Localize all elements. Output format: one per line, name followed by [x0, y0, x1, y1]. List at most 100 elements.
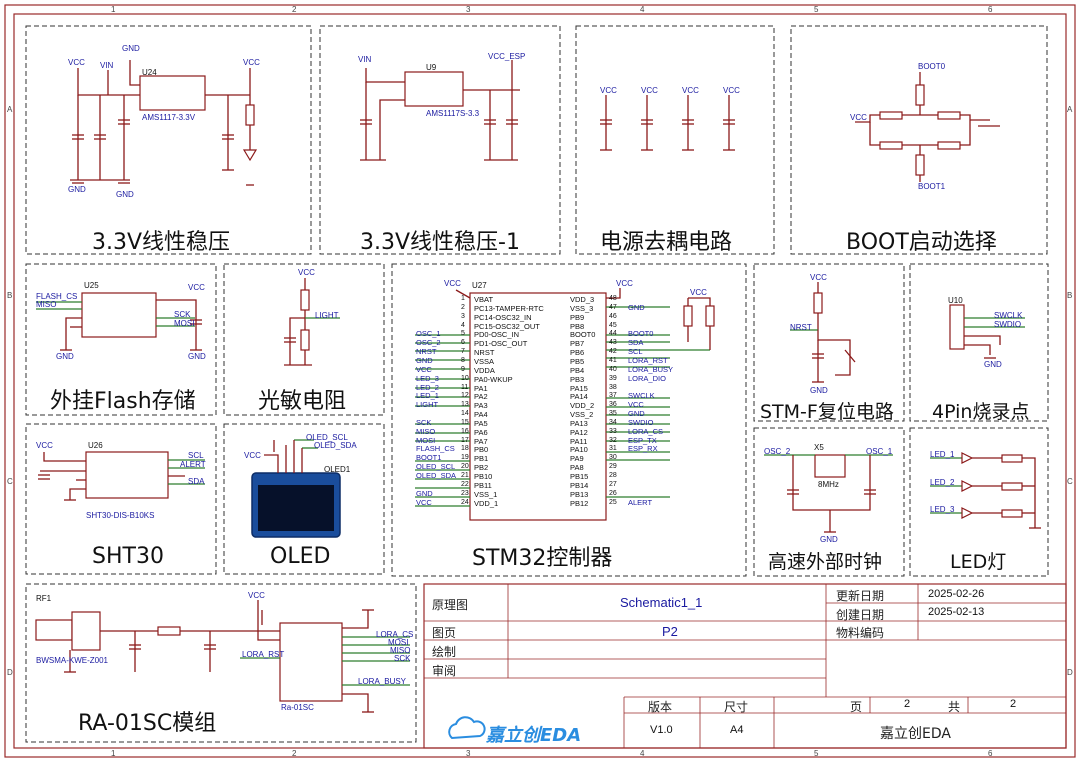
oled1-ref: OLED1 [324, 465, 351, 474]
net-gnd: GND [56, 352, 74, 361]
tb-company: 嘉立创EDA [880, 726, 951, 742]
net-vcc: VCC [616, 279, 633, 288]
tb-size: A4 [730, 724, 744, 736]
block-title-ldo1: 3.3V线性稳压-1 [360, 230, 520, 255]
net-vcc: VCC [188, 283, 205, 292]
block-title-oled: OLED [270, 544, 331, 569]
tb-label-schematic: 原理图 [432, 598, 469, 612]
net-osc1: OSC_1 [866, 447, 893, 456]
tb-label-version: 版本 [648, 700, 673, 714]
photo-circuit [284, 278, 340, 366]
mcu-pin-number: 14 [461, 410, 469, 418]
col-mark: 3 [466, 749, 471, 758]
mcu-pin-number: 21 [461, 472, 469, 479]
u9-ref: U9 [426, 63, 437, 72]
mcu-left-net: LIGHT [416, 400, 439, 410]
net-lora-rst: LORA_RST [242, 650, 285, 659]
mcu-right-net: ESP_TX [628, 435, 657, 445]
net-flash-cs: FLASH_CS [36, 292, 78, 301]
mcu-left-net: SCK [416, 417, 432, 427]
u24-ref: U24 [142, 68, 157, 77]
mcu-pin-name: VDD_2 [570, 401, 595, 411]
mcu-pin-name: PB11 [474, 480, 492, 490]
u25-ref: U25 [84, 281, 99, 290]
mcu-pin-number: 11 [461, 383, 469, 391]
mcu-pin-name: VBAT [474, 295, 494, 304]
clock-circuit [764, 454, 893, 533]
cloud-logo-icon [448, 716, 486, 740]
net-boot0: BOOT0 [918, 62, 946, 71]
row-mark: C [1067, 477, 1073, 486]
mcu-pin-name: PD1-OSC_OUT [474, 339, 528, 349]
mcu-right-net: GND [628, 302, 645, 312]
u27-body [469, 292, 607, 521]
mcu-left-net: LED_2 [416, 382, 439, 392]
net-gnd: GND [188, 352, 206, 361]
tb-label-review: 审阅 [432, 664, 457, 678]
tb-schematic-name: Schematic1_1 [620, 595, 703, 610]
row-mark: C [7, 477, 13, 486]
mcu-right-net: SCL [628, 347, 643, 357]
mcu-right-net: VCC [628, 400, 644, 410]
mcu-pin-number: 26 [609, 489, 617, 497]
tb-logo-text: 嘉立创EDA [486, 725, 582, 746]
block-lora-frame [25, 583, 417, 743]
mcu-left-net: OSC_2 [416, 338, 441, 348]
mcu-pin-number: 15 [461, 418, 469, 426]
block-mcu-frame [391, 263, 747, 577]
net-gnd: GND [116, 190, 134, 199]
net-led1: LED_1 [930, 450, 955, 459]
mcu-pin-name: VDD_3 [570, 295, 595, 304]
mcu-pin-number: 7 [461, 348, 465, 356]
block-led-frame [909, 427, 1049, 577]
col-mark: 5 [814, 5, 819, 14]
block-title-ldo: 3.3V线性稳压 [92, 230, 231, 255]
mcu-pin-number: 39 [609, 374, 617, 382]
mcu-pin-number: 18 [461, 445, 469, 453]
net-vcc: VCC [600, 86, 617, 95]
mcu-pin-name: PB2 [474, 463, 489, 473]
mcu-pin-number: 42 [609, 348, 617, 356]
net-vcc: VCC [36, 441, 53, 450]
block-title-decouple: 电源去耦电路 [600, 230, 733, 255]
u24-name: AMS1117-3.3V [142, 113, 196, 122]
block-ldo1-frame [319, 25, 561, 255]
mcu-pin-number: 36 [609, 401, 617, 409]
title-block-grid [423, 583, 1067, 749]
net-swclk: SWCLK [994, 311, 1023, 320]
mcu-pin-number: 9 [461, 365, 465, 373]
mcu-pin-number: 8 [461, 356, 465, 364]
u26-ref: U26 [88, 441, 103, 450]
block-title-mcu: STM32控制器 [472, 546, 613, 571]
mcu-pin-number: 1 [461, 295, 465, 302]
mcu-pin-name: PB6 [570, 348, 585, 358]
mcu-pin-name: PB3 [570, 374, 585, 384]
mcu-pin-name: PC13-TAMPER-RTC [474, 303, 544, 313]
col-mark: 6 [988, 5, 993, 14]
mcu-left-net: VCC [416, 497, 432, 507]
mcu-pin-number: 33 [609, 427, 617, 435]
mcu-pin-name: PA13 [570, 418, 588, 428]
net-gnd: GND [810, 386, 828, 395]
block-oled-frame [223, 423, 385, 575]
net-vcc: VCC [243, 58, 260, 67]
net-sda: SDA [188, 477, 205, 486]
net-vin: VIN [358, 55, 372, 64]
net-vcc: VCC [641, 86, 658, 95]
mcu-pin-name: PA8 [570, 463, 584, 473]
row-mark: A [7, 105, 13, 114]
mcu-pin-number: 12 [461, 392, 469, 400]
net-oled-sda: OLED_SDA [314, 441, 357, 450]
mcu-pin-name: PA11 [570, 436, 588, 446]
mcu-left-net: GND [416, 355, 433, 365]
row-mark: D [7, 668, 13, 677]
col-mark: 5 [814, 749, 819, 758]
mcu-pin-name: PA6 [474, 427, 488, 437]
net-gnd: GND [984, 360, 1002, 369]
mcu-pin-number: 35 [609, 410, 617, 418]
mcu-pin-name: PB5 [570, 356, 585, 366]
u27-ref: U27 [472, 281, 487, 290]
mcu-left-net: OSC_1 [416, 329, 441, 339]
